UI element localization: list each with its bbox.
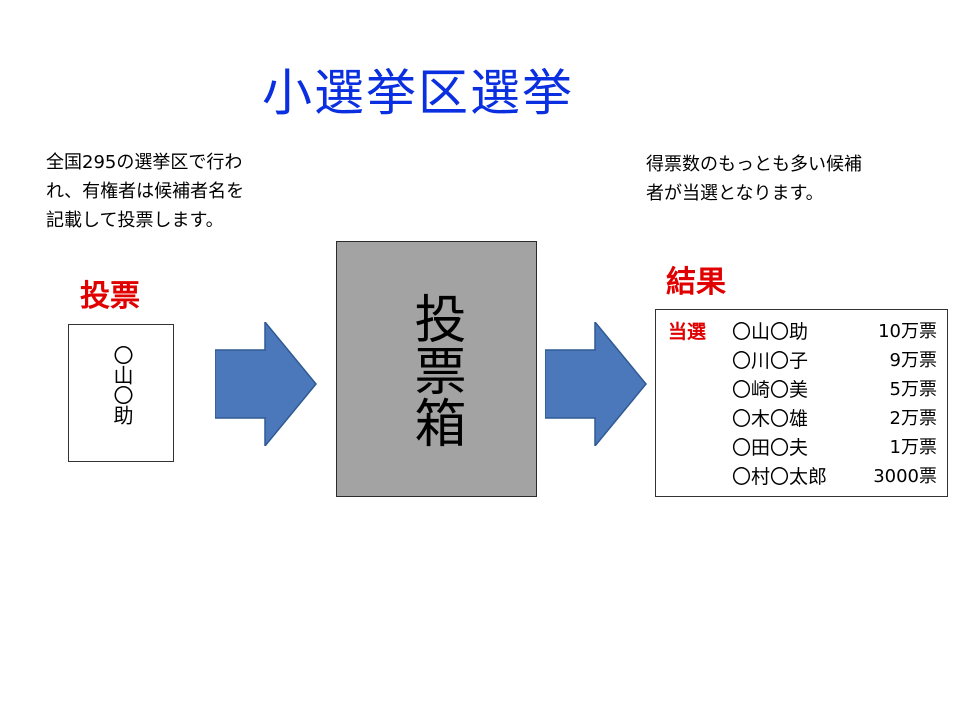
candidate-name: 〇川〇子 [732, 350, 809, 372]
candidate-votes: 2万票 [889, 408, 937, 429]
candidate-name: 〇木〇雄 [732, 408, 809, 430]
right-arrow-icon [545, 322, 647, 446]
candidate-name: 〇村〇太郎 [732, 466, 828, 488]
candidate-votes: 10万票 [878, 321, 937, 342]
candidate-votes: 9万票 [889, 350, 937, 371]
candidate-name: 〇山〇助 [732, 321, 809, 343]
candidate-name: 〇崎〇美 [732, 379, 809, 401]
elected-tag: 当選 [668, 321, 707, 343]
candidate-name: 〇田〇夫 [732, 437, 809, 459]
voting-description: 全国295の選挙区で行わ れ、有権者は候補者名を 記載して投票します。 [46, 152, 245, 231]
candidate-votes: 1万票 [889, 437, 937, 458]
result-label: 結果 [666, 265, 726, 300]
candidate-votes: 5万票 [889, 379, 937, 400]
vote-label: 投票 [80, 279, 140, 314]
candidate-votes: 3000票 [873, 466, 937, 487]
ballot-box: 投票箱 [336, 241, 537, 497]
right-arrow-icon [215, 322, 317, 446]
ballot-box-label: 投票箱 [405, 292, 465, 448]
ballot-paper: 〇山〇助 [68, 324, 174, 462]
slide-title: 小選挙区選挙 [262, 64, 574, 122]
ballot-candidate-name: 〇山〇助 [110, 345, 134, 425]
result-description: 得票数のもっとも多い候補 者が当選となります。 [646, 154, 862, 204]
results-box: 当選 〇山〇助 10万票 〇川〇子 9万票 〇崎〇美 5万票 〇木〇雄 2万票 … [655, 309, 948, 497]
